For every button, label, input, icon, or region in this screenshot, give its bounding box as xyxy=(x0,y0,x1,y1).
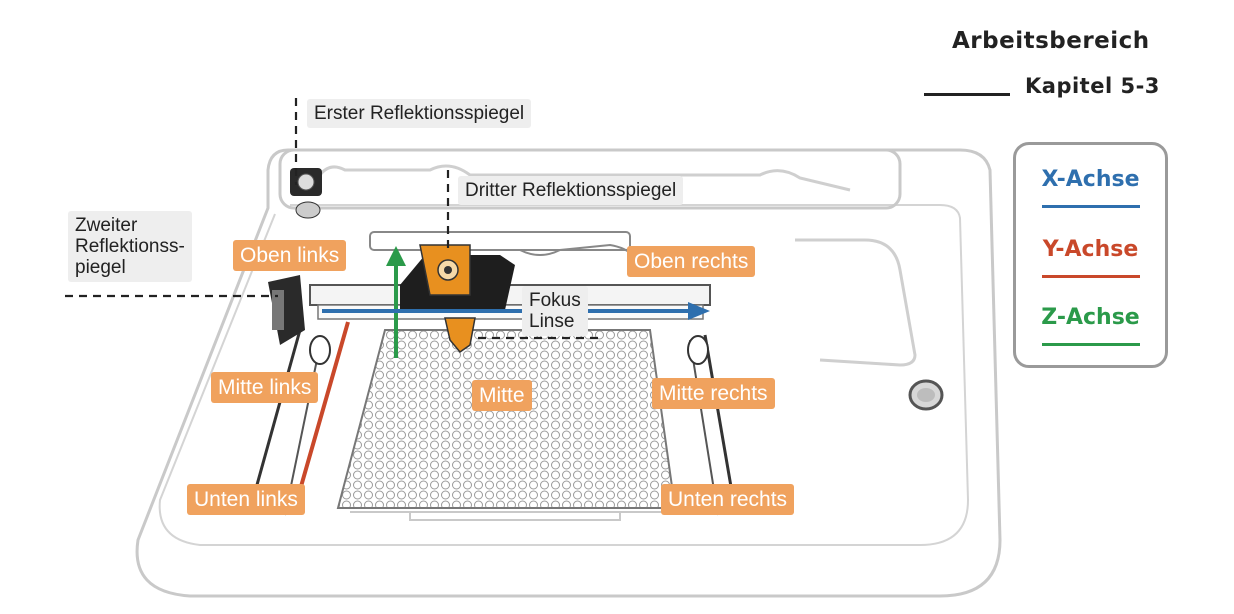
first-mirror-mount xyxy=(290,168,322,219)
x-axis-arrowhead xyxy=(688,302,710,320)
legend-label-z: Z-Achse xyxy=(1041,305,1140,330)
legend-label-x: X-Achse xyxy=(1041,167,1140,192)
y-axis-arrow xyxy=(298,321,350,491)
control-panel-window xyxy=(795,238,917,367)
callout-focus-lens: Fokus Linse xyxy=(522,286,588,336)
page-title: Arbeitsbereich xyxy=(952,28,1150,54)
zone-top-right: Oben rechts xyxy=(627,246,756,277)
legend-label-y: Y-Achse xyxy=(1042,237,1139,262)
zone-mid-right: Mitte rechts xyxy=(652,378,775,409)
front-lip xyxy=(350,511,675,521)
machine-body xyxy=(135,148,1002,598)
legend-item-x: X-Achse xyxy=(1016,167,1165,208)
axis-legend: X-Achse Y-Achse Z-Achse xyxy=(1013,142,1168,368)
zone-bottom-right: Unten rechts xyxy=(661,484,795,515)
second-mirror-mount xyxy=(268,275,305,345)
laser-head xyxy=(400,244,515,354)
legend-item-z: Z-Achse xyxy=(1016,305,1165,346)
legend-swatch-y xyxy=(1042,275,1140,278)
page-subtitle: Kapitel 5-3 xyxy=(1025,74,1160,98)
callout-second-mirror: Zweiter Reflektionss- piegel xyxy=(68,211,192,282)
work-area-right-wall xyxy=(703,334,737,511)
zone-mid-left: Mitte links xyxy=(211,372,319,403)
work-area-left-wall xyxy=(248,329,302,511)
zone-bottom-left: Unten links xyxy=(187,484,305,515)
z-axis-arrowhead xyxy=(386,246,406,266)
legend-swatch-x xyxy=(1042,205,1140,208)
honeycomb-bed xyxy=(336,329,677,509)
callout-third-mirror: Dritter Reflektionsspiegel xyxy=(458,176,684,205)
x-gantry-rail xyxy=(309,284,711,306)
machine-body-inner xyxy=(158,204,970,546)
callout-first-mirror: Erster Reflektionsspiegel xyxy=(307,99,532,128)
subtitle-rule xyxy=(924,93,1010,96)
left-rod-bushing xyxy=(309,335,331,365)
right-rod-bushing xyxy=(687,335,709,365)
machine-lid xyxy=(278,148,902,210)
zone-center: Mitte xyxy=(472,380,532,411)
legend-item-y: Y-Achse xyxy=(1016,237,1165,278)
leader-lines xyxy=(65,98,602,340)
tube-housing xyxy=(318,164,851,192)
zone-top-left: Oben links xyxy=(233,240,347,271)
legend-swatch-z xyxy=(1042,343,1140,346)
